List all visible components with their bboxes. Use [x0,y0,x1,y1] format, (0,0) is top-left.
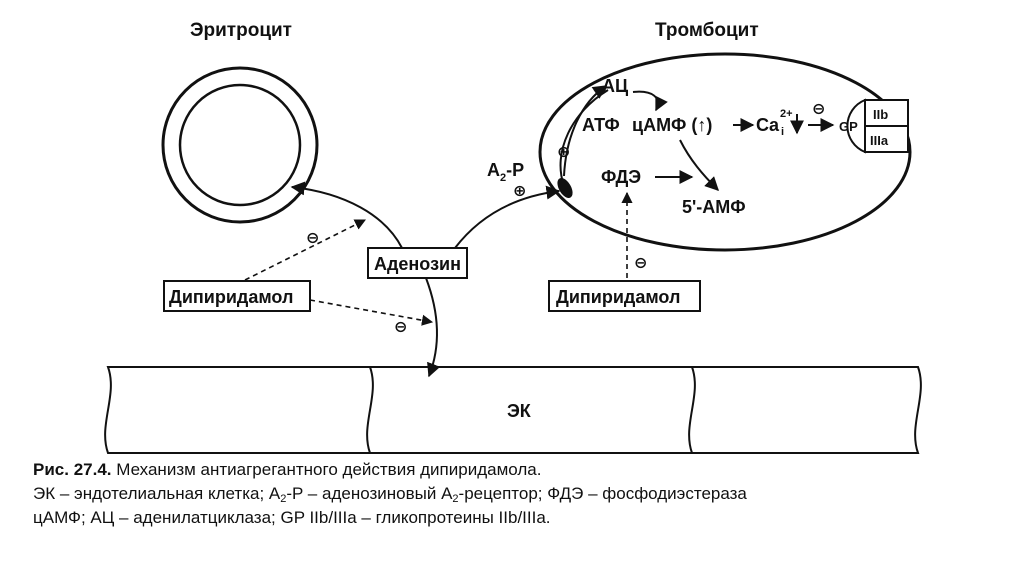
dipyridamole-label-right: Дипиридамол [556,287,680,307]
dipyridamole-box-right [548,280,701,312]
endothelium [104,366,922,454]
caption-title: Механизм антиагрегантного действия дипир… [111,460,542,479]
ca-minus-sign: ⊖ [812,101,825,118]
endothelium-label: ЭК [507,401,532,421]
gp-receptor: GP IIb IIIa [839,98,909,154]
dipyridamole-box-left [163,280,311,312]
camp-to-amp-arrow [679,139,719,191]
caption-line-2: ЭК – эндотелиальная клетка; A2-P – адено… [33,484,747,505]
caption-line-1: Рис. 27.4. Механизм антиагрегантного дей… [33,458,1008,482]
a2-receptor-marker [557,178,573,198]
pde-minus-sign: ⊖ [634,255,647,272]
platelet-plus-sign: ⊕ [557,144,570,161]
caption-line-3: цАМФ; АЦ – аденилатциклаза; GP IIb/IIIa … [33,508,551,527]
ac-to-camp-arrow [632,90,668,112]
ac-label: АЦ [602,76,629,96]
ca-index: i [781,126,784,138]
figure-caption: Рис. 27.4. Механизм антиагрегантного дей… [33,458,1008,530]
erythrocyte-title: Эритроцит [190,20,292,41]
dipyridamole-to-uptake-arrow [309,299,434,326]
dipyridamole-to-erythrocyte-arrow [244,219,367,281]
adenosine-to-a2-arrow [454,185,561,249]
atp-label: АТФ [582,115,620,135]
ca-charge: 2+ [780,108,793,120]
adenosine-box [367,247,468,279]
gp-iiia-label: IIIa [870,133,889,148]
erythrocyte [161,66,319,224]
erythrocyte-minus-sign: ⊖ [306,230,319,247]
gp-label: GP [839,119,858,134]
adenosine-to-erythrocyte-arrow [290,181,403,249]
adenosine-label: Аденозин [374,254,461,274]
gp-iib-label: IIb [873,107,888,122]
pde-label: ФДЭ [601,167,641,187]
adenosine-to-endothelium-arrow [425,277,441,378]
caption-figure-ref: Рис. 27.4. [33,460,112,479]
a2-plus-sign: ⊕ [513,183,526,200]
ca-label: Ca [756,115,780,135]
platelet-title: Тромбоцит [655,20,759,41]
a2-receptor-label: A2-P [487,160,524,184]
amp5-label: 5'-АМФ [682,197,746,217]
uptake-minus-sign: ⊖ [394,319,407,336]
dipyridamole-label-left: Дипиридамол [169,287,293,307]
platelet: ⊕ [538,52,912,252]
camp-label: цАМФ (↑) [632,115,712,135]
